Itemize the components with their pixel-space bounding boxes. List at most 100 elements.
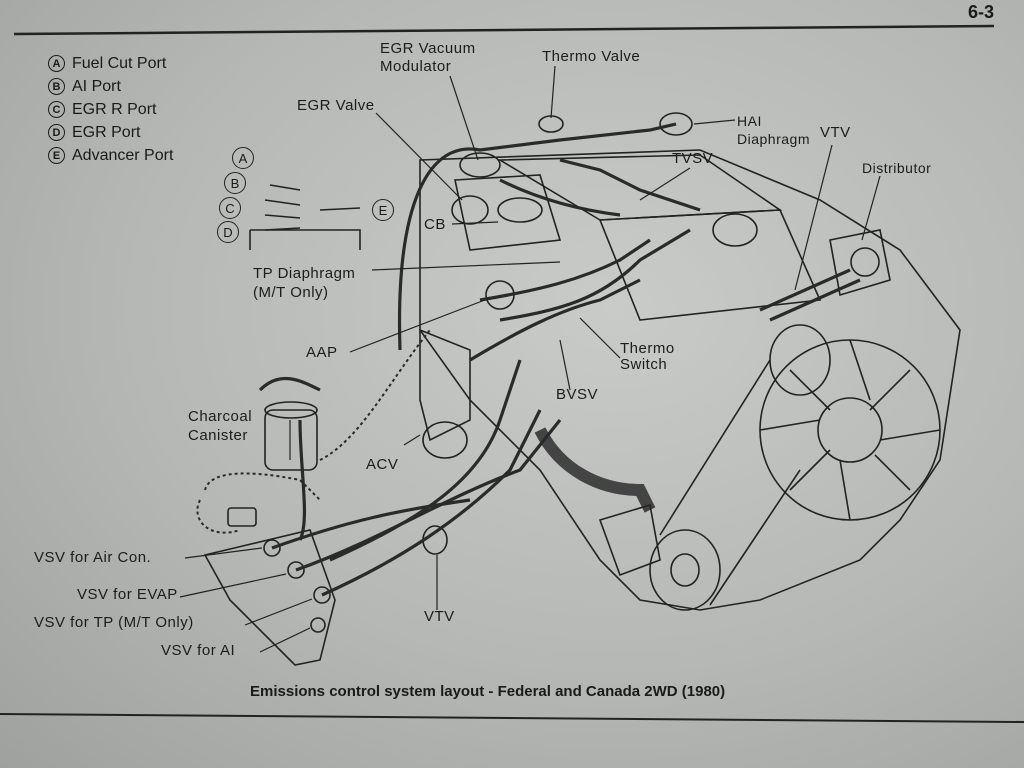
leader-distributor	[861, 175, 881, 241]
hose-bvsv-1	[469, 278, 641, 362]
air-con-filter	[227, 507, 257, 527]
leader-thermo-switch	[579, 317, 621, 359]
hose-tvsv-2	[499, 228, 691, 322]
port-legend: A Fuel Cut Port B AI Port C EGR R Port D…	[48, 52, 173, 167]
legend-item-c: C EGR R Port	[48, 98, 173, 121]
leader-vsv-air-con	[184, 547, 263, 559]
legend-letter: E	[48, 147, 65, 164]
leader-tp-diaphragm	[371, 261, 561, 271]
page-number: 6-3	[967, 2, 994, 22]
legend-text: Advancer Port	[72, 146, 174, 164]
hose-vsv-evap	[295, 419, 562, 572]
leader-cb	[451, 221, 499, 225]
label-bvsv: BVSV	[556, 386, 599, 403]
charcoal-canister-body	[264, 409, 318, 471]
hose-distributor-2	[769, 278, 861, 322]
egr-valve-body	[451, 195, 489, 225]
leader-egr-vacuum-modulator	[449, 75, 479, 161]
fan-hub	[817, 397, 883, 463]
alternator	[769, 324, 831, 396]
label-distributor: Distributor	[862, 160, 932, 176]
vsv-ai-body	[310, 617, 326, 633]
hose-tvsv-1	[479, 238, 651, 302]
hose-evap-3	[196, 499, 241, 534]
water-pump	[598, 503, 661, 577]
fan-outline	[759, 339, 941, 521]
port-inset-tubes	[264, 184, 361, 231]
label-cb: CB	[424, 216, 446, 233]
egr-vacuum-modulator-body	[459, 152, 501, 178]
legend-item-d: D EGR Port	[48, 121, 173, 144]
evap-hoses	[196, 329, 431, 534]
label-thermo-switch: Thermo Switch	[620, 340, 675, 373]
leader-lines	[179, 65, 881, 653]
label-egr-valve: EGR Valve	[297, 97, 375, 114]
port-circle-e: E	[372, 199, 394, 221]
legend-item-b: B AI Port	[48, 75, 173, 98]
hose-canister-top	[258, 376, 321, 392]
oil-cap	[712, 213, 758, 247]
lower-hose	[534, 427, 656, 513]
label-vsv-ai: VSV for AI	[161, 642, 236, 659]
label-tvsv: TVSV	[672, 150, 714, 167]
label-charcoal-canister: Charcoal Canister	[188, 408, 253, 444]
vsv-tp-body	[313, 586, 331, 604]
legend-item-e: E Advancer Port	[48, 144, 173, 167]
charcoal-canister-top	[264, 401, 318, 419]
leader-acv	[403, 434, 421, 446]
leader-tvsv	[639, 167, 691, 201]
distributor-cap	[850, 247, 880, 277]
vacuum-hoses	[258, 122, 861, 597]
legend-letter: D	[48, 124, 65, 141]
cb-body	[497, 197, 543, 223]
leader-hai-diaphragm	[693, 119, 736, 125]
hose-canister	[298, 419, 307, 541]
acv-housing	[422, 421, 468, 459]
top-rule	[13, 24, 995, 36]
port-circle-d: D	[217, 221, 239, 243]
hose-vsv-ai	[329, 359, 522, 562]
distributor-body	[829, 229, 891, 297]
hose-hai	[397, 122, 677, 351]
vsv-air-con-body	[263, 539, 281, 557]
leader-vsv-ai	[259, 627, 311, 653]
legend-letter: B	[48, 78, 65, 95]
figure-caption: Emissions control system layout - Federa…	[250, 683, 726, 700]
label-hai-diaphragm: HAI Diaphragm	[737, 113, 810, 147]
leader-egr-valve	[375, 112, 463, 201]
hose-egr-2	[499, 178, 621, 217]
crank-pulley-hub	[670, 553, 700, 587]
label-tp-diaphragm: TP Diaphragm (M/T Only)	[253, 265, 356, 301]
hose-distributor-1	[759, 268, 851, 312]
leader-thermo-valve	[550, 65, 556, 119]
label-aap: AAP	[306, 344, 338, 361]
thermo-valve-body	[538, 115, 564, 133]
crank-pulley	[649, 529, 721, 611]
port-circle-a: A	[232, 147, 254, 169]
label-vsv-air-con: VSV for Air Con.	[34, 549, 152, 566]
label-acv: ACV	[366, 456, 399, 473]
hose-evap-2	[204, 472, 321, 501]
label-vtv-bottom: VTV	[424, 608, 455, 625]
label-vtv-top: VTV	[820, 124, 851, 141]
legend-text: AI Port	[72, 77, 121, 95]
legend-text: EGR Port	[72, 123, 141, 141]
legend-item-a: A Fuel Cut Port	[48, 52, 173, 75]
port-inset-bracket	[249, 229, 361, 250]
carburetor	[454, 174, 562, 251]
leader-aap	[349, 297, 491, 353]
acv-body	[419, 328, 471, 442]
hose-egr-1	[559, 158, 701, 212]
label-vsv-evap: VSV for EVAP	[77, 586, 178, 603]
leader-bvsv	[559, 339, 571, 391]
label-vsv-tp: VSV for TP (M/T Only)	[34, 614, 194, 631]
leader-vsv-evap	[179, 573, 287, 598]
hose-vsv-tp	[321, 409, 542, 597]
hai-diaphragm-body	[659, 112, 693, 136]
port-circle-b: B	[224, 172, 246, 194]
port-circle-c: C	[219, 197, 241, 219]
legend-letter: A	[48, 55, 65, 72]
legend-text: EGR R Port	[72, 100, 157, 118]
